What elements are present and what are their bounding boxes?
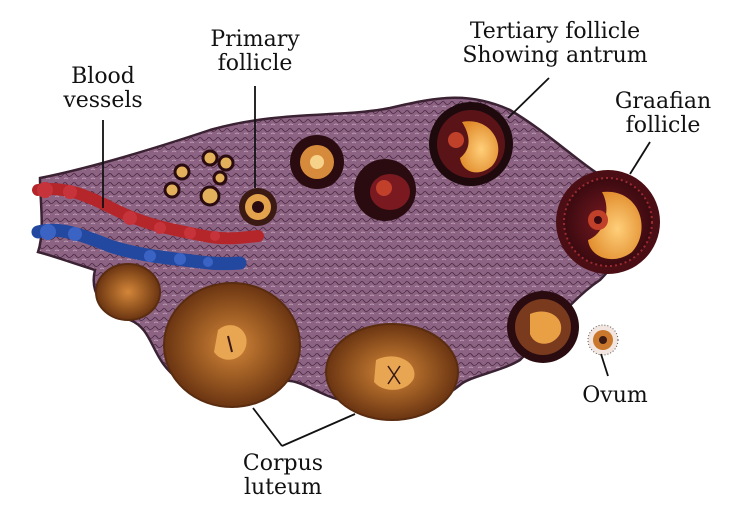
corpus-luteum-small: [96, 264, 160, 320]
label-graafian-follicle: Graafian follicle: [608, 90, 718, 138]
tertiary-follicle: [429, 102, 513, 186]
label-primary-follicle: Primary follicle: [200, 28, 310, 76]
graafian-follicle: [556, 170, 660, 274]
label-ovum: Ovum: [570, 384, 660, 408]
growing-follicle: [354, 159, 416, 221]
released-ovum: [588, 325, 618, 355]
label-tertiary-follicle: Tertiary follicle Showing antrum: [440, 20, 670, 68]
label-corpus-luteum: Corpus luteum: [228, 452, 338, 500]
ruptured-follicle: [507, 291, 579, 363]
corpus-luteum-medium: [326, 324, 458, 420]
label-blood-vessels: Blood vessels: [48, 65, 158, 113]
corpus-luteum-large: [164, 283, 300, 407]
primary-follicle: [239, 188, 277, 226]
secondary-follicle: [290, 135, 344, 189]
